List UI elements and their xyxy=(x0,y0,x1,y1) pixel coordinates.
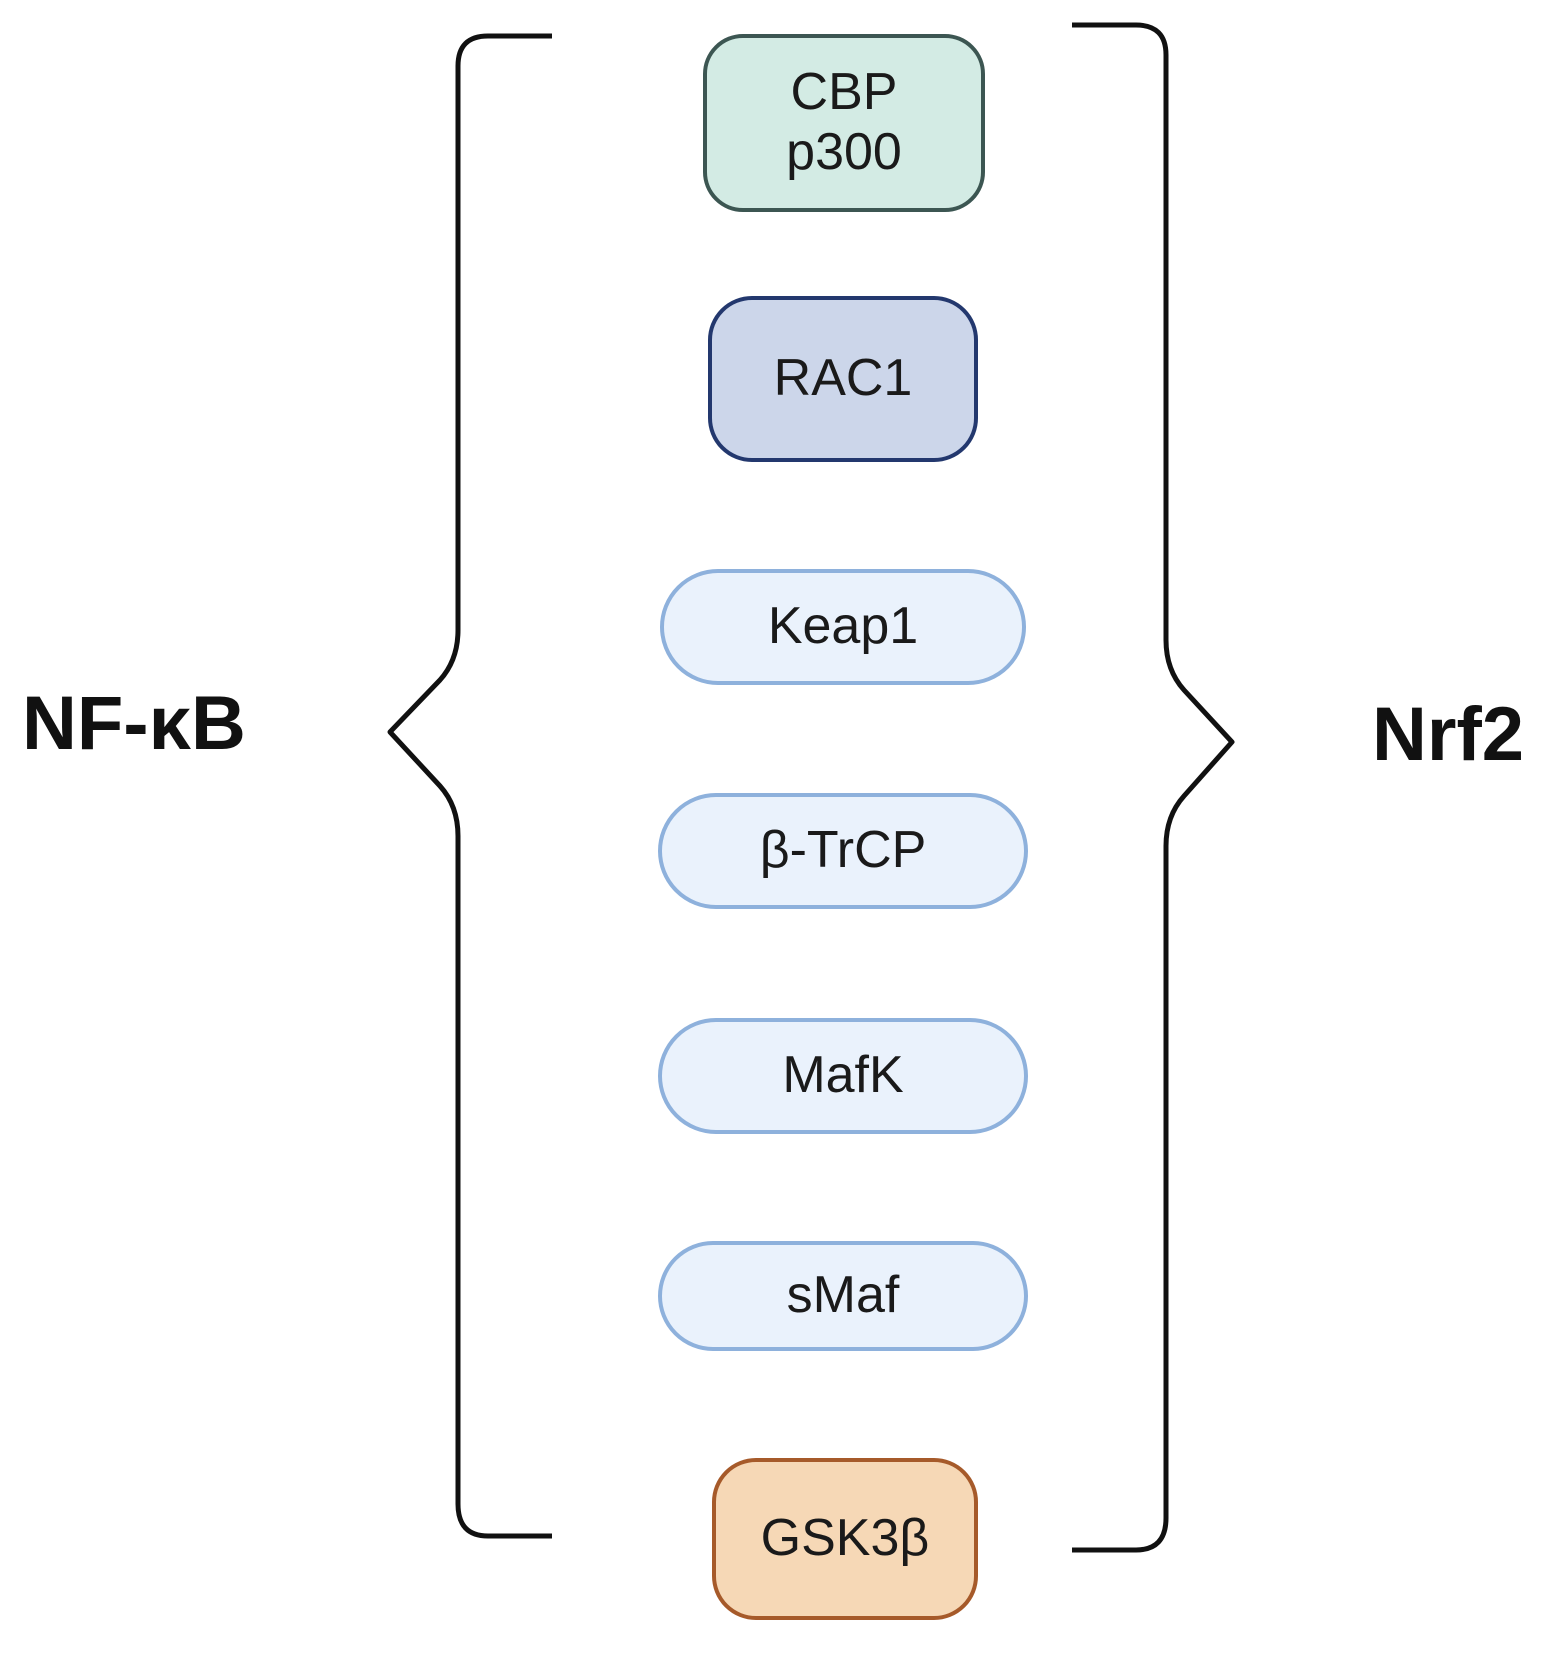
mafk-label: MafK xyxy=(782,1046,904,1105)
b-trcp-node: β-TrCP xyxy=(658,793,1028,909)
rac1-label: RAC1 xyxy=(773,349,913,408)
rac1-node: RAC1 xyxy=(708,296,978,462)
cbp-p300-node: CBP p300 xyxy=(703,34,985,212)
cbp-label: CBP xyxy=(790,63,898,122)
mafk-node: MafK xyxy=(658,1018,1028,1134)
nrf2-label: Nrf2 xyxy=(1372,692,1525,777)
b-trcp-label: β-TrCP xyxy=(759,821,927,880)
left-brace xyxy=(387,33,552,1539)
right-brace xyxy=(1072,22,1235,1553)
smaf-node: sMaf xyxy=(658,1241,1028,1351)
p300-label: p300 xyxy=(786,123,902,181)
gsk3b-node: GSK3β xyxy=(712,1458,978,1620)
keap1-node: Keap1 xyxy=(660,569,1026,685)
keap1-label: Keap1 xyxy=(767,597,919,656)
nf-kb-label: NF-κB xyxy=(22,681,246,766)
gsk3b-label: GSK3β xyxy=(760,1509,930,1568)
smaf-label: sMaf xyxy=(786,1266,900,1325)
